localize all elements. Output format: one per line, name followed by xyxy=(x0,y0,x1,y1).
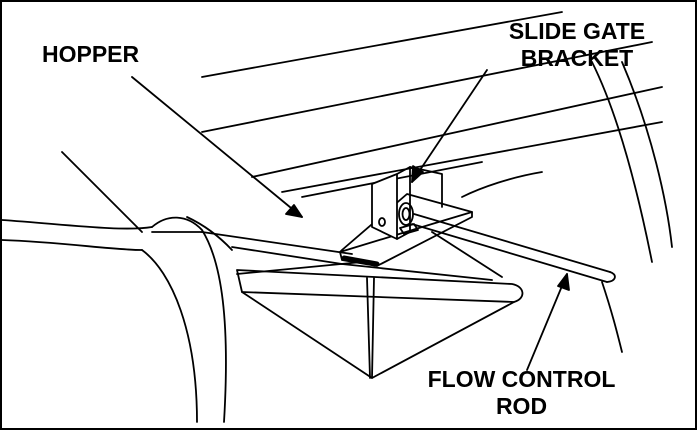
slide-gate-bracket xyxy=(339,166,473,267)
hopper-arrowhead xyxy=(285,204,303,218)
hopper-floor-lines xyxy=(201,231,503,281)
flow-control-rod-label: FLOW CONTROL ROD xyxy=(394,366,649,420)
slide-gate-bracket-label: SLIDE GATE BRACKET xyxy=(457,18,695,72)
right-arcs xyxy=(591,61,673,353)
left-curved-side xyxy=(2,216,233,423)
hopper-label-text: HOPPER xyxy=(42,41,140,67)
slide-gate-label-line1: SLIDE GATE xyxy=(508,18,646,44)
flow-control-rod xyxy=(411,213,616,283)
slide-gate-leader-line xyxy=(411,69,488,183)
flow-rod-label-line1: FLOW CONTROL xyxy=(427,366,616,392)
flow-rod-label-line2: ROD xyxy=(495,393,548,419)
slide-gate-arrowhead xyxy=(411,165,424,183)
leader-arrows xyxy=(131,69,570,371)
hopper-label: HOPPER xyxy=(42,41,139,68)
flow-rod-leader-line xyxy=(526,273,568,371)
flow-rod-arrowhead xyxy=(557,273,570,291)
hopper-leader-line xyxy=(131,76,303,218)
spinner-plate xyxy=(236,269,524,379)
slide-gate-label-line2: BRACKET xyxy=(520,45,634,71)
